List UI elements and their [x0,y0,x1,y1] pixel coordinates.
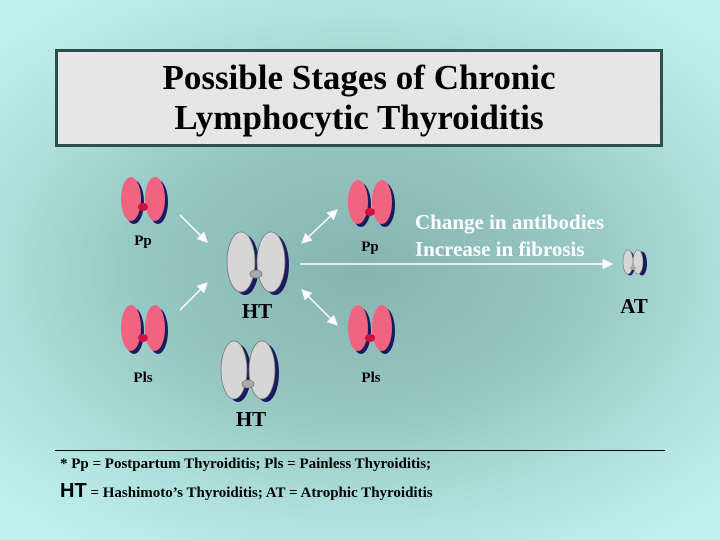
label-ht-center: HT [241,299,273,323]
footnote-line-2: HT = Hashimoto’s Thyroiditis; AT = Atrop… [60,480,433,503]
arrow-note-line-1: Change in antibodies [415,210,605,234]
label-pp-right: Pp [361,239,379,255]
footnote-line-1: * Pp = Postpartum Thyroiditis; Pls = Pai… [60,456,432,472]
label-pls-right: Pls [361,370,381,386]
label-at: AT [620,294,648,318]
thyroid-gland-ht-bottom [220,340,279,402]
label-ht-bottom: HT [235,407,267,431]
thyroid-gland-pls-left [121,305,168,354]
arrow-ht-pls-right [301,289,338,326]
title-box: Possible Stages of Chronic Lymphocytic T… [55,49,663,147]
arrow-pp-to-ht [179,214,208,243]
arrow-ht-pp-right [301,209,338,244]
thyroid-gland-ht-center [226,231,289,295]
thyroid-gland-pls-right [348,305,395,354]
footnote-ht-abbrev: HT [60,480,87,502]
arrow-pls-to-ht [179,282,208,311]
title-line-2: Lymphocytic Thyroiditis [174,98,544,137]
label-pp-left: Pp [134,233,152,249]
footnote-divider [55,450,665,451]
thyroid-gland-at [622,249,647,276]
thyroid-gland-pp-left [121,177,168,224]
label-pls-left: Pls [133,370,153,386]
title-line-1: Possible Stages of Chronic [162,58,556,97]
footnote-line-2-text: = Hashimoto’s Thyroiditis; AT = Atrophic… [86,485,433,501]
arrow-note-line-2: Increase in fibrosis [415,237,585,261]
thyroid-gland-pp-right [348,180,395,227]
